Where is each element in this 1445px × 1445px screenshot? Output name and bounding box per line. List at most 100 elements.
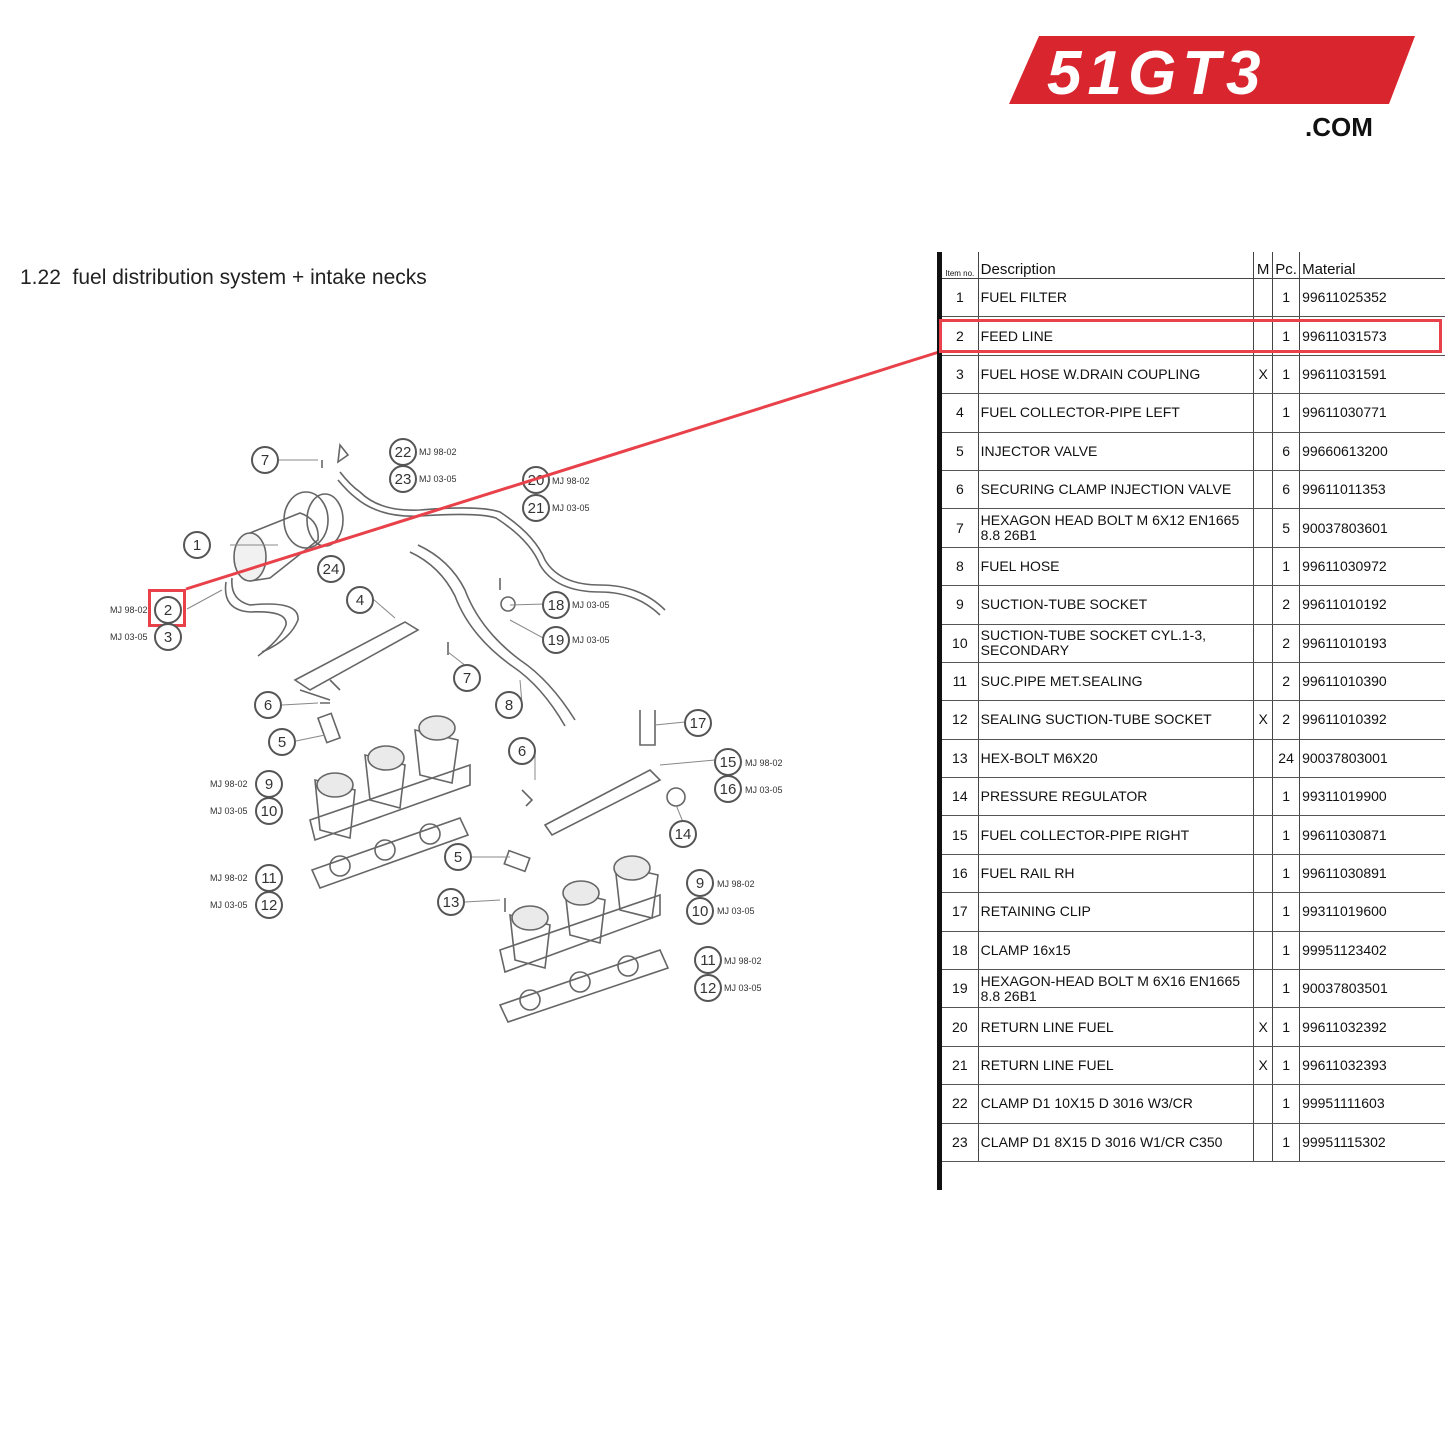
cell-description: CLAMP 16x15 xyxy=(977,931,1254,971)
cell-material: 90037803601 xyxy=(1299,508,1445,548)
diagram-callout: 2 xyxy=(154,596,182,624)
column-header-item: Item no. xyxy=(937,252,979,279)
diagram-callout: 5 xyxy=(268,728,296,756)
cell-description: FUEL FILTER xyxy=(977,278,1254,318)
cell-item: 14 xyxy=(937,777,979,817)
diagram-callout: 20 xyxy=(522,466,550,494)
cell-pc: 2 xyxy=(1272,624,1300,663)
diagram-callout: 11 xyxy=(255,864,283,892)
cell-item: 10 xyxy=(937,624,979,663)
mj-label: MJ 03-05 xyxy=(572,600,610,610)
mj-label: MJ 03-05 xyxy=(110,632,148,642)
cell-item: 22 xyxy=(937,1084,979,1124)
cell-material: 99660613200 xyxy=(1299,432,1445,471)
cell-description: FUEL COLLECTOR-PIPE RIGHT xyxy=(977,815,1254,855)
cell-material: 99951115302 xyxy=(1299,1123,1445,1162)
diagram-callout: 21 xyxy=(522,494,550,522)
diagram-callout: 9 xyxy=(686,869,714,897)
cell-material: 99311019600 xyxy=(1299,892,1445,932)
cell-description: FUEL COLLECTOR-PIPE LEFT xyxy=(977,393,1254,433)
page-title: 1.22 fuel distribution system + intake n… xyxy=(20,266,427,289)
cell-item: 7 xyxy=(937,508,979,548)
cell-m xyxy=(1253,624,1273,663)
cell-material: 99611011353 xyxy=(1299,470,1445,510)
logo: 51GT3 .COM xyxy=(1009,36,1415,142)
cell-material: 99611010390 xyxy=(1299,662,1445,702)
diagram-callout: 9 xyxy=(255,770,283,798)
cell-description: INJECTOR VALVE xyxy=(977,432,1254,471)
cell-m xyxy=(1253,815,1273,855)
cell-item: 21 xyxy=(937,1046,979,1086)
cell-description: SUCTION-TUBE SOCKET xyxy=(977,585,1254,625)
cell-m xyxy=(1253,393,1273,433)
cell-description: SECURING CLAMP INJECTION VALVE xyxy=(977,470,1254,510)
cell-description: FEED LINE xyxy=(977,316,1254,356)
cell-item: 17 xyxy=(937,892,979,932)
diagram-callout: 10 xyxy=(686,897,714,925)
row-highlight-box xyxy=(939,319,1442,353)
cell-pc: 1 xyxy=(1272,278,1300,318)
cell-item: 9 xyxy=(937,585,979,625)
cell-pc: 1 xyxy=(1272,777,1300,817)
cell-pc: 1 xyxy=(1272,1007,1300,1047)
cell-item: 13 xyxy=(937,739,979,779)
cell-material: 99611032392 xyxy=(1299,1007,1445,1047)
cell-description: FUEL HOSE W.DRAIN COUPLING xyxy=(977,355,1254,395)
mj-label: MJ 98-02 xyxy=(419,447,457,457)
mj-label: MJ 98-02 xyxy=(717,879,755,889)
cell-m xyxy=(1253,969,1273,1009)
cell-pc: 1 xyxy=(1272,969,1300,1009)
cell-material: 99611025352 xyxy=(1299,278,1445,318)
cell-item: 4 xyxy=(937,393,979,433)
cell-material: 90037803501 xyxy=(1299,969,1445,1009)
diagram-callout: 22 xyxy=(389,438,417,466)
cell-description: HEXAGON HEAD BOLT M 6X12 EN1665 8.8 26B1 xyxy=(977,508,1254,548)
item-2-highlight-box xyxy=(148,589,186,627)
diagram-callout: 17 xyxy=(684,709,712,737)
cell-description: HEX-BOLT M6X20 xyxy=(977,739,1254,779)
cell-m xyxy=(1253,278,1273,318)
cell-description: FUEL HOSE xyxy=(977,547,1254,587)
diagram-callout: 3 xyxy=(154,623,182,651)
cell-pc: 5 xyxy=(1272,508,1300,548)
diagram-callout: 13 xyxy=(437,888,465,916)
cell-pc: 1 xyxy=(1272,1084,1300,1124)
cell-item: 5 xyxy=(937,432,979,471)
cell-m xyxy=(1253,931,1273,971)
cell-item: 23 xyxy=(937,1123,979,1162)
cell-item: 3 xyxy=(937,355,979,395)
column-header-pc: Pc. xyxy=(1272,252,1300,279)
cell-material: 99611031573 xyxy=(1299,316,1445,356)
cell-description: SEALING SUCTION-TUBE SOCKET xyxy=(977,700,1254,740)
mj-label: MJ 03-05 xyxy=(745,785,783,795)
mj-label: MJ 98-02 xyxy=(552,476,590,486)
cell-material: 99611032393 xyxy=(1299,1046,1445,1086)
mj-label: MJ 03-05 xyxy=(210,806,248,816)
cell-description: RETURN LINE FUEL xyxy=(977,1007,1254,1047)
diagram-callout: 23 xyxy=(389,465,417,493)
diagram-callout: 16 xyxy=(714,775,742,803)
cell-m: X xyxy=(1253,700,1273,740)
cell-pc: 1 xyxy=(1272,815,1300,855)
table-left-rule xyxy=(937,1162,942,1190)
cell-m xyxy=(1253,892,1273,932)
cell-description: PRESSURE REGULATOR xyxy=(977,777,1254,817)
cell-material: 99951123402 xyxy=(1299,931,1445,971)
cell-pc: 1 xyxy=(1272,1123,1300,1162)
diagram-callout: 12 xyxy=(255,891,283,919)
cell-material: 90037803001 xyxy=(1299,739,1445,779)
cell-material: 99611010192 xyxy=(1299,585,1445,625)
logo-domain: .COM xyxy=(1305,112,1373,142)
cell-pc: 1 xyxy=(1272,854,1300,894)
